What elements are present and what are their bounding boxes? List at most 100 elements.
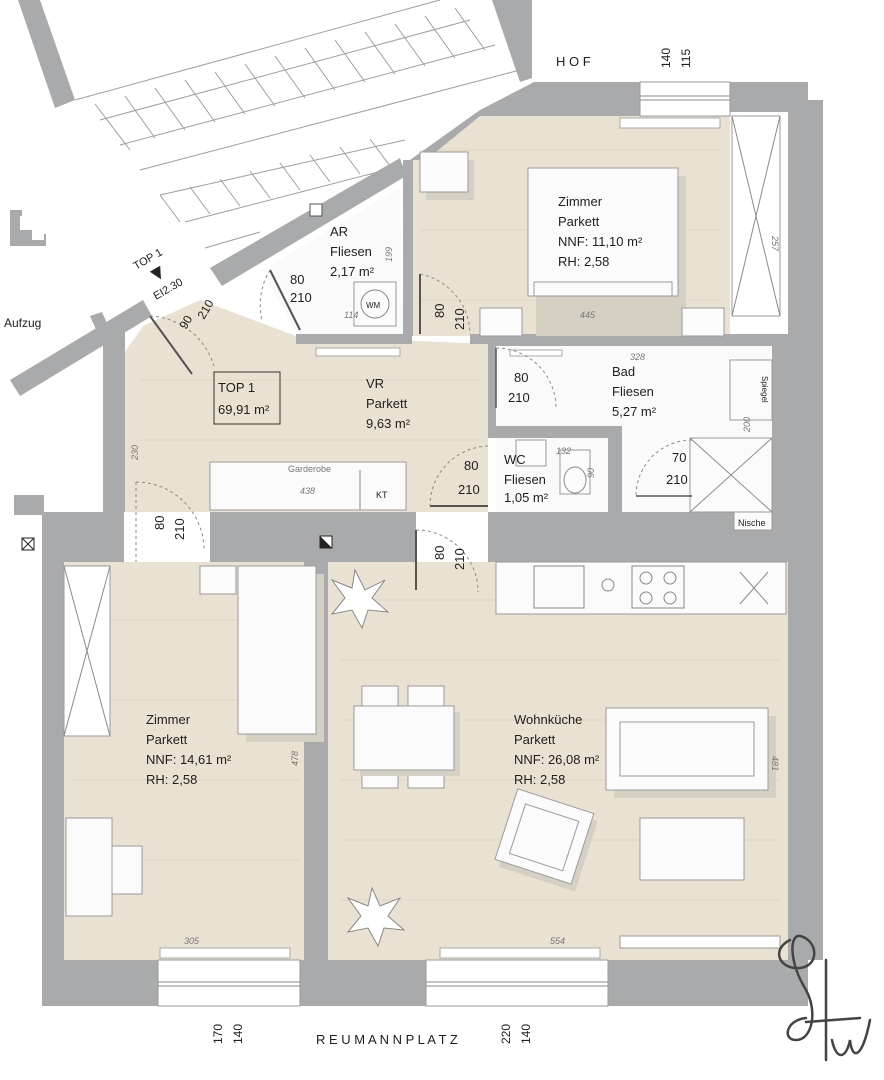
- dim-zimmer-top-depth: 257: [770, 235, 780, 252]
- door-w-ar: 80: [290, 272, 304, 287]
- window-street-right-b: 140: [519, 1024, 533, 1044]
- room-area-bad: 5,27 m²: [612, 404, 657, 419]
- door-h-ar: 210: [290, 290, 312, 305]
- window-hof-b: 115: [679, 49, 693, 68]
- door-h-zimmer-top: 210: [452, 308, 467, 330]
- walls: [10, 82, 823, 1006]
- dim-zimmer-left-width: 305: [184, 936, 200, 946]
- window-hof-a: 140: [659, 48, 673, 68]
- room-floor-ar: Fliesen: [330, 244, 372, 259]
- window-street-left-b: 140: [231, 1024, 245, 1044]
- unit-name: TOP 1: [218, 380, 255, 395]
- room-rh-zimmer-top: RH: 2,58: [558, 254, 609, 269]
- lift-label: Aufzug: [4, 316, 41, 330]
- bed: [527, 167, 679, 297]
- kitchen-counter: [495, 561, 787, 615]
- room-name-wohnkueche: Wohnküche: [514, 712, 582, 727]
- windows: [157, 81, 731, 1007]
- plant-icon: [346, 886, 406, 948]
- nische-label: Nische: [738, 518, 766, 528]
- room-floor-vr: Parkett: [366, 396, 408, 411]
- room-name-bad: Bad: [612, 364, 635, 379]
- door-h-wc: 210: [458, 482, 480, 497]
- room-floor-zimmer-top: Parkett: [558, 214, 600, 229]
- unit-area-box: [213, 371, 281, 425]
- staircase: [10, 0, 532, 260]
- room-nnf-wohnkueche: NNF: 26,08 m²: [514, 752, 600, 767]
- dim-wc-width: 132: [556, 446, 571, 456]
- doors: [135, 269, 693, 593]
- dim-ar-height: 199: [384, 247, 394, 262]
- room-rh-wohnkueche: RH: 2,58: [514, 772, 565, 787]
- dim-wc-depth: 90: [586, 468, 596, 478]
- door-w-bad-inner: 70: [672, 450, 686, 465]
- room-area-vr: 9,63 m²: [366, 416, 411, 431]
- room-name-zimmer-left: Zimmer: [146, 712, 191, 727]
- room-floor-wc: Fliesen: [504, 472, 546, 487]
- room-floor-zimmer-left: Parkett: [146, 732, 188, 747]
- room-rh-zimmer-left: RH: 2,58: [146, 772, 197, 787]
- dim-zimmer-top-width: 445: [580, 310, 596, 320]
- hof-label: H O F: [556, 54, 591, 69]
- furniture: [63, 115, 787, 949]
- spiegel-label: Spiegel: [760, 376, 769, 403]
- bed: [237, 565, 317, 735]
- radiator: [619, 117, 721, 129]
- plant-icon: [330, 568, 390, 630]
- nightstand: [199, 565, 237, 595]
- radiator: [509, 349, 563, 357]
- entry-level-label: EI2.30: [152, 276, 186, 302]
- nightstand: [479, 307, 523, 337]
- room-nnf-zimmer-top: NNF: 11,10 m²: [558, 234, 643, 249]
- door-w-wc: 80: [464, 458, 478, 473]
- room-name-zimmer-top: Zimmer: [558, 194, 603, 209]
- garderobe: [209, 461, 407, 511]
- entry-arrow-icon: [149, 265, 161, 280]
- unit-area: 69,91 m²: [218, 402, 270, 417]
- wm-label: WM: [366, 301, 381, 310]
- room-name-vr: VR: [366, 376, 384, 391]
- room-name-wc: WC: [504, 452, 526, 467]
- window-street-right-a: 220: [499, 1024, 513, 1044]
- room-nnf-zimmer-left: NNF: 14,61 m²: [146, 752, 232, 767]
- door-h-bad: 210: [508, 390, 530, 405]
- signature-logo: [778, 934, 872, 1062]
- washbasin: [729, 359, 773, 421]
- dim-wohn-depth: 481: [770, 756, 780, 771]
- dim-wohn-width: 554: [550, 936, 565, 946]
- dining-table: [353, 705, 455, 771]
- nightstand: [681, 307, 725, 337]
- armchair: [419, 151, 469, 193]
- coffee-table: [639, 817, 745, 881]
- kt-label: KT: [376, 490, 388, 500]
- door-w-entry: 90: [176, 313, 195, 332]
- dim-garderobe-len: 438: [300, 486, 315, 496]
- dim-bad-width: 328: [630, 352, 645, 362]
- dim-zimmer-left-depth: 478: [290, 751, 300, 766]
- dim-bad-depth: 200: [742, 417, 752, 433]
- room-area-wc: 1,05 m²: [504, 490, 549, 505]
- dim-ar-width: 114: [344, 310, 358, 320]
- labels: H O F R E U M A N N P L A T Z Aufzug TOP…: [4, 48, 780, 1047]
- door-w-wohnkueche: 80: [432, 546, 447, 560]
- door-w-zimmer-top: 80: [432, 304, 447, 318]
- dim-vr-depth: 230: [130, 445, 140, 461]
- room-floor-wohnkueche: Parkett: [514, 732, 556, 747]
- door-h-wohnkueche: 210: [452, 548, 467, 570]
- door-h-zimmer-left: 210: [172, 518, 187, 540]
- street-label: R E U M A N N P L A T Z: [316, 1032, 458, 1047]
- radiator: [159, 947, 291, 959]
- window-street-left-a: 170: [211, 1024, 225, 1044]
- room-floor-bad: Fliesen: [612, 384, 654, 399]
- garderobe-label: Garderobe: [288, 464, 331, 474]
- radiator: [315, 347, 401, 357]
- door-w-bad: 80: [514, 370, 528, 385]
- room-area-ar: 2,17 m²: [330, 264, 375, 279]
- radiator: [439, 947, 601, 959]
- symbols: [21, 203, 333, 551]
- door-h-bad-inner: 210: [666, 472, 688, 487]
- door-w-zimmer-left: 80: [152, 516, 167, 530]
- room-name-ar: AR: [330, 224, 348, 239]
- desk-chair: [111, 845, 143, 895]
